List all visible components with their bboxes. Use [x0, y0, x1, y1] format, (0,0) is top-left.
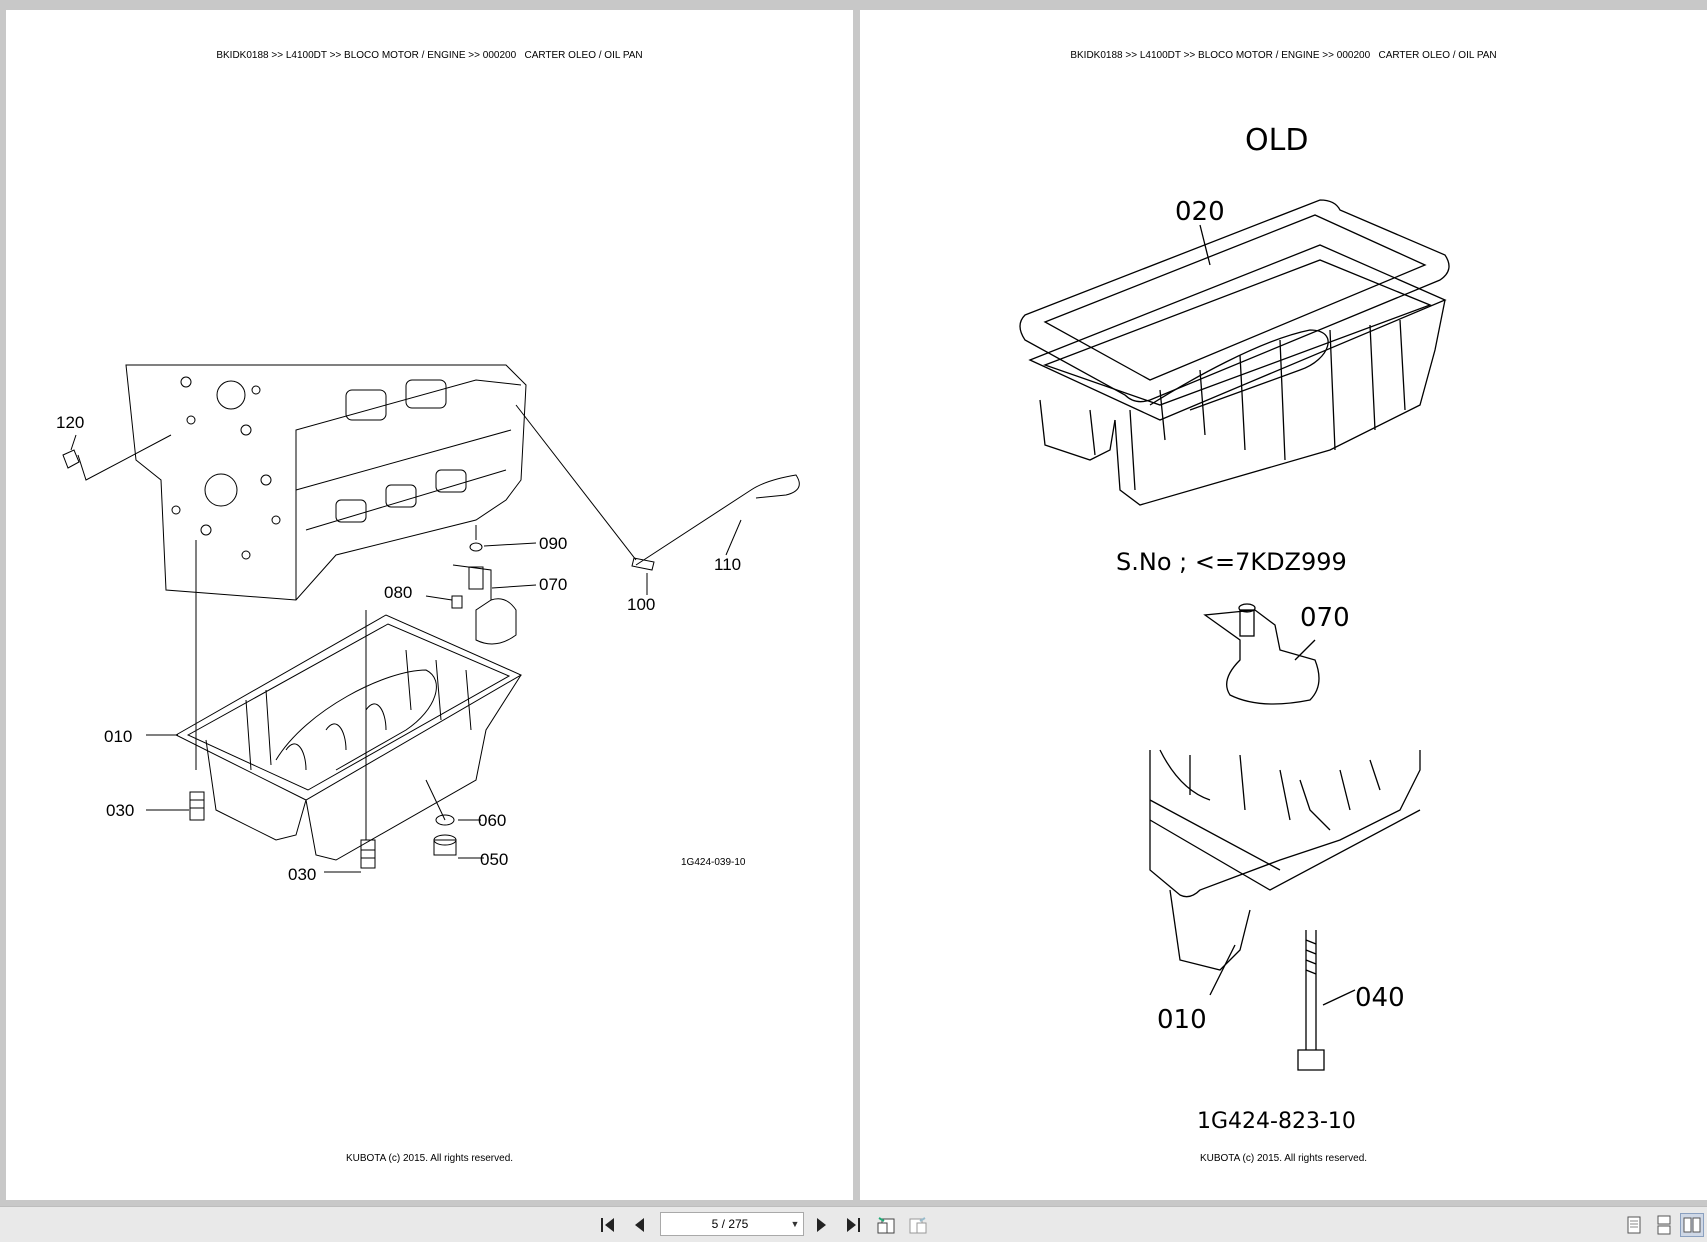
exploded-parts-diagram: 120 090 070 080 110 100 010 030 060 050 …: [56, 364, 800, 884]
old-title: OLD: [1245, 123, 1308, 158]
callout-100: 100: [627, 595, 655, 614]
page-header: BKIDK0188 >> L4100DT >> BLOCO MOTOR / EN…: [216, 50, 643, 61]
next-page-icon: [817, 1218, 826, 1232]
two-page-view-icon: [1683, 1217, 1701, 1233]
page-footer: KUBOTA (c) 2015. All rights reserved.: [345, 1153, 514, 1164]
callout-120: 120: [56, 413, 84, 432]
strainer-drawing: [452, 564, 517, 645]
prev-page-button[interactable]: [628, 1213, 652, 1237]
single-page-view-button[interactable]: [1622, 1213, 1646, 1237]
next-page-button[interactable]: [809, 1213, 833, 1237]
callout-040: 040: [1355, 983, 1405, 1013]
detail-oil-pan-drawing: [1149, 750, 1421, 898]
go-back-icon: [877, 1217, 895, 1234]
go-forward-icon: [909, 1217, 927, 1234]
callout-020: 020: [1175, 197, 1225, 227]
viewer-toolbar: 5 / 275 ▼: [0, 1206, 1707, 1242]
last-page-icon: [847, 1218, 860, 1232]
old-strainer-drawing: [1203, 609, 1320, 705]
callout-060: 060: [478, 811, 506, 830]
callout-090: 090: [539, 534, 567, 553]
chevron-down-icon[interactable]: ▼: [790, 1219, 800, 1229]
bolt-drawing: [1305, 930, 1317, 1050]
continuous-view-button[interactable]: [1652, 1213, 1676, 1237]
gasket-drawing: [1019, 199, 1450, 403]
figure-code-old: 1G424-823-10: [1197, 1109, 1356, 1134]
callout-030-bottom: 030: [288, 865, 316, 884]
old-oil-pan-drawing: [1028, 244, 1447, 421]
first-page-icon: [601, 1218, 614, 1232]
go-forward-button[interactable]: [906, 1213, 930, 1237]
callout-050: 050: [480, 850, 508, 869]
callout-070-old: 070: [1300, 603, 1350, 633]
page-header: BKIDK0188 >> L4100DT >> BLOCO MOTOR / EN…: [1070, 50, 1497, 61]
last-page-button[interactable]: [841, 1213, 865, 1237]
figure-code: 1G424-039-10: [681, 857, 746, 868]
left-page: BKIDK0188 >> L4100DT >> BLOCO MOTOR / EN…: [6, 10, 853, 1200]
callout-030-left: 030: [106, 801, 134, 820]
page-number-field[interactable]: 5 / 275 ▼: [660, 1212, 804, 1236]
right-page: BKIDK0188 >> L4100DT >> BLOCO MOTOR / EN…: [860, 10, 1707, 1200]
continuous-view-icon: [1657, 1215, 1671, 1235]
callout-010: 010: [104, 727, 132, 746]
callout-070: 070: [539, 575, 567, 594]
prev-page-icon: [635, 1218, 644, 1232]
serial-note: S.No ; <=7KDZ999: [1116, 548, 1347, 576]
two-page-view-button[interactable]: [1680, 1213, 1704, 1237]
page-footer: KUBOTA (c) 2015. All rights reserved.: [1199, 1153, 1368, 1164]
engine-block-drawing: [125, 364, 527, 601]
callout-110: 110: [714, 555, 741, 574]
callout-080: 080: [384, 583, 412, 602]
page-indicator: 5 / 275: [711, 1217, 749, 1231]
single-page-view-icon: [1627, 1216, 1641, 1234]
old-version-parts-diagram: OLD: [1019, 123, 1450, 1134]
first-page-button[interactable]: [596, 1213, 620, 1237]
dipstick-drawing: [635, 474, 800, 566]
callout-010-old: 010: [1157, 1005, 1207, 1035]
go-back-button[interactable]: [874, 1213, 898, 1237]
